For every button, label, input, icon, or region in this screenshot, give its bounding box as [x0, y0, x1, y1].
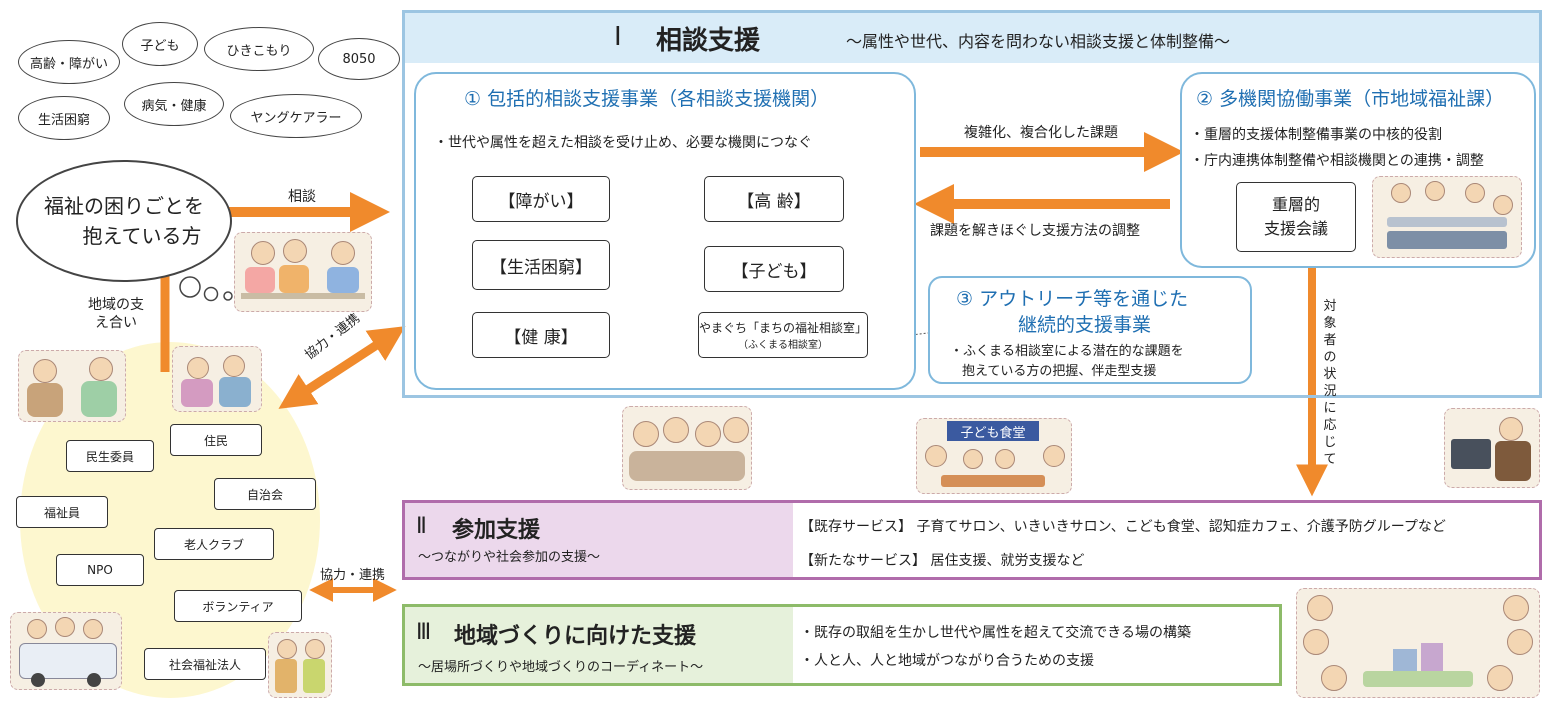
welfare-van-illustration — [10, 612, 122, 690]
section1-title: 相談支援 — [656, 26, 761, 56]
section1-subtitle: ～属性や世代、内容を問わない相談支援と体制整備～ — [846, 32, 1231, 51]
outreach-title-1: ③ アウトリーチ等を通じた — [956, 288, 1189, 310]
section1-numeral: Ⅰ — [614, 22, 622, 52]
kodomo-shokudo-illustration: 子ども食堂 — [916, 418, 1072, 494]
multi-agency-title: ② 多機関協働事業（市地域福祉課） — [1196, 88, 1505, 110]
pc-support-illustration — [1444, 408, 1540, 488]
concern-cloud: ひきこもり — [204, 27, 314, 71]
community-member: ボランティア — [174, 590, 302, 622]
outreach-box — [928, 276, 1252, 384]
section3-panel — [402, 604, 1282, 686]
section1-header — [405, 13, 1539, 63]
residents-illustration — [172, 346, 262, 412]
community-member: NPO — [56, 554, 144, 586]
person-cloud: 福祉の困りごとを 抱えている方 — [16, 160, 232, 282]
section3-title: 地域づくりに向けた支援 — [454, 624, 697, 649]
according-label: 対象者の状況に応じて — [1323, 299, 1337, 467]
section2-subtitle: ～つながりや社会参加の支援～ — [418, 550, 601, 565]
community-member: 民生委員 — [66, 440, 154, 472]
outreach-desc-2: 抱えている方の把握、伴走型支援 — [962, 364, 1157, 379]
category-health: 【健 康】 — [472, 312, 610, 358]
concern-cloud: 病気・健康 — [124, 82, 224, 126]
section2-panel — [402, 500, 1542, 580]
category-poverty: 【生活困窮】 — [472, 240, 610, 290]
section3-title-bg — [405, 607, 793, 683]
comprehensive-support-title: ① 包括的相談支援事業（各相談支援機関） — [464, 88, 830, 110]
untangle-label: 課題を解きほぐし支援方法の調整 — [930, 223, 1140, 239]
section2-new: 【新たなサービス】 居住支援、就労支援など — [800, 553, 1085, 569]
community-member: 自治会 — [214, 478, 316, 510]
section3-numeral: Ⅲ — [416, 620, 432, 645]
section3-line1: ・既存の取組を生かし世代や属性を超えて交流できる場の構築 — [800, 625, 1192, 641]
community-member: 住民 — [170, 424, 262, 456]
category-disability: 【障がい】 — [472, 176, 610, 222]
community-support-label: 地域の支え合い — [88, 297, 144, 331]
neighbors-illustration — [18, 350, 126, 422]
concern-cloud: 生活困窮 — [18, 96, 110, 140]
concern-cloud: ヤングケアラー — [230, 94, 362, 138]
consultation-illustration — [234, 232, 372, 312]
comprehensive-support-desc: ・世代や属性を超えた相談を受け止め、必要な機関につなぐ — [434, 135, 812, 151]
category-elderly: 【高 齢】 — [704, 176, 844, 222]
multi-agency-line1: ・重層的支援体制整備事業の中核的役割 — [1190, 127, 1442, 143]
section2-numeral: Ⅱ — [416, 514, 427, 539]
section3-subtitle: ～居場所づくりや地域づくりのコーディネート～ — [418, 660, 704, 675]
kodomo-sign: 子ども食堂 — [947, 421, 1039, 441]
coop-lower-label: 協力・連携 — [320, 568, 386, 583]
outreach-desc-1: ・ふくまる相談室による潜在的な課題を — [950, 344, 1184, 359]
section3-line2: ・人と人、人と地域がつながり合うための支援 — [800, 653, 1094, 669]
category-yamaguchi: やまぐち「まちの福祉相談室」 （ふくまる相談室） — [698, 312, 868, 358]
section1-panel — [402, 10, 1542, 398]
category-children: 【子ども】 — [704, 246, 844, 292]
concern-cloud: 8050 — [318, 38, 400, 80]
meeting-illustration — [1372, 176, 1522, 258]
community-member: 福祉員 — [16, 496, 108, 528]
outreach-title-2: 継続的支援事業 — [1018, 314, 1152, 336]
multi-agency-line2: ・庁内連携体制整備や相談機関との連携・調整 — [1190, 153, 1484, 169]
community-member: 社会福祉法人 — [144, 648, 266, 680]
community-faces-illustration — [1296, 588, 1540, 698]
section2-title-bg — [405, 503, 793, 577]
concern-cloud: 子ども — [122, 22, 198, 66]
concern-cloud: 高齢・障がい — [18, 40, 120, 84]
complex-issues-label: 複雑化、複合化した課題 — [964, 125, 1118, 141]
volunteers-illustration — [268, 632, 332, 698]
seniors-illustration — [622, 406, 752, 490]
community-member: 老人クラブ — [154, 528, 274, 560]
consult-label: 相談 — [288, 189, 316, 205]
support-meeting-box: 重層的 支援会議 — [1236, 182, 1356, 252]
section2-existing: 【既存サービス】 子育てサロン、いきいきサロン、こども食堂、認知症カフェ、介護予… — [800, 519, 1446, 535]
section2-title: 参加支援 — [452, 518, 541, 543]
